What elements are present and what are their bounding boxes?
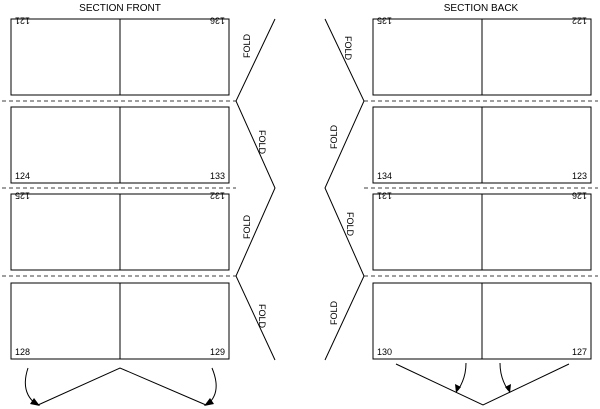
front-panels (10, 18, 230, 360)
fold-label-front-1: FOLD (242, 34, 252, 59)
front-page-number-2-right: 133 (210, 171, 225, 181)
front-bottom-chevron (37, 367, 207, 406)
fold-label-back-1: FOLD (343, 36, 353, 61)
back-left-curved-arrow (457, 362, 467, 391)
front-page-number-3-right: 132 (210, 191, 225, 201)
front-bottom-arrows (24, 367, 217, 406)
front-arrowheads (30, 398, 214, 406)
back-arrowheads (455, 384, 511, 393)
back-right-curved-arrow (499, 362, 509, 391)
back-panels (372, 18, 592, 360)
back-page-number-1-left: 135 (377, 16, 392, 26)
section-back-header: SECTION BACK (444, 3, 519, 14)
front-right-arrowhead (204, 398, 214, 406)
back-left-arrowhead (455, 384, 461, 393)
fold-labels: FOLD FOLD FOLD FOLD FOLD FOLD FOLD FOLD (242, 34, 355, 329)
front-page-number-4-left: 128 (15, 347, 30, 357)
back-page-number-1-right: 122 (572, 16, 587, 26)
front-page-number-1-right: 136 (210, 16, 225, 26)
front-page-number-3-left: 125 (15, 191, 30, 201)
back-page-number-4-left: 130 (377, 347, 392, 357)
back-bottom-chevron (395, 363, 570, 406)
back-page-number-4-right: 127 (572, 347, 587, 357)
fold-label-front-2: FOLD (257, 130, 267, 155)
front-page-number-1-left: 121 (15, 16, 30, 26)
front-left-arrowhead (30, 398, 40, 406)
fold-label-front-4: FOLD (257, 304, 267, 329)
back-page-number-2-left: 134 (377, 171, 392, 181)
front-page-number-2-left: 124 (15, 171, 30, 181)
fold-label-back-4: FOLD (329, 301, 339, 326)
cut-lines (2, 100, 598, 277)
back-page-number-3-left: 131 (377, 191, 392, 201)
back-page-number-2-right: 123 (572, 171, 587, 181)
front-fold-zigzag (235, 18, 276, 361)
back-bottom-arrows (395, 362, 570, 406)
back-page-number-3-right: 126 (572, 191, 587, 201)
front-page-number-4-right: 129 (210, 347, 225, 357)
fold-label-back-2: FOLD (329, 125, 339, 150)
fold-label-front-3: FOLD (242, 215, 252, 240)
back-fold-zigzag (324, 18, 365, 361)
front-page-numbers: 121 136 124 133 125 132 128 129 (15, 16, 225, 357)
front-right-curved-arrow (207, 367, 217, 405)
back-page-numbers: 135 122 134 123 131 126 130 127 (377, 16, 587, 357)
fold-label-back-3: FOLD (345, 212, 355, 237)
back-right-arrowhead (505, 384, 511, 393)
section-front-header: SECTION FRONT (79, 3, 161, 14)
